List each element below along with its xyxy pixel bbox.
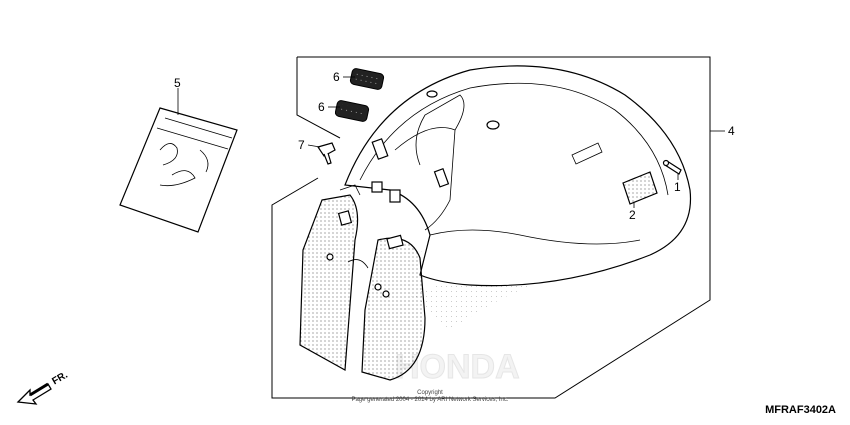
reflector-part-2 bbox=[622, 171, 658, 205]
callout-6-lower: 6 bbox=[318, 100, 325, 114]
screw-part-1 bbox=[662, 159, 682, 175]
callout-5: 5 bbox=[174, 76, 181, 90]
document-bag-part-5 bbox=[119, 107, 238, 233]
callout-2: 2 bbox=[629, 208, 636, 222]
rear-fender bbox=[344, 65, 692, 287]
callout-6-upper: 6 bbox=[333, 70, 340, 84]
diagram-code: MFRAF3402A bbox=[765, 404, 836, 416]
mud-flaps bbox=[299, 184, 426, 381]
callout-7: 7 bbox=[298, 138, 305, 152]
copyright-notice: Copyright Page generated 2004 - 2014 by … bbox=[300, 390, 560, 404]
cushion-part-6-upper bbox=[349, 68, 385, 90]
callout-1: 1 bbox=[674, 180, 681, 194]
callout-4: 4 bbox=[728, 124, 735, 138]
leader-lines bbox=[177, 76, 725, 208]
copyright-line-1: Copyright bbox=[417, 390, 443, 396]
cushion-part-6-lower bbox=[334, 100, 370, 122]
front-direction-arrow bbox=[16, 382, 52, 405]
assembly-outline bbox=[271, 56, 711, 399]
copyright-line-2: Page generated 2004 - 2014 by ARI Networ… bbox=[351, 397, 509, 403]
clip-part-7 bbox=[317, 142, 336, 165]
